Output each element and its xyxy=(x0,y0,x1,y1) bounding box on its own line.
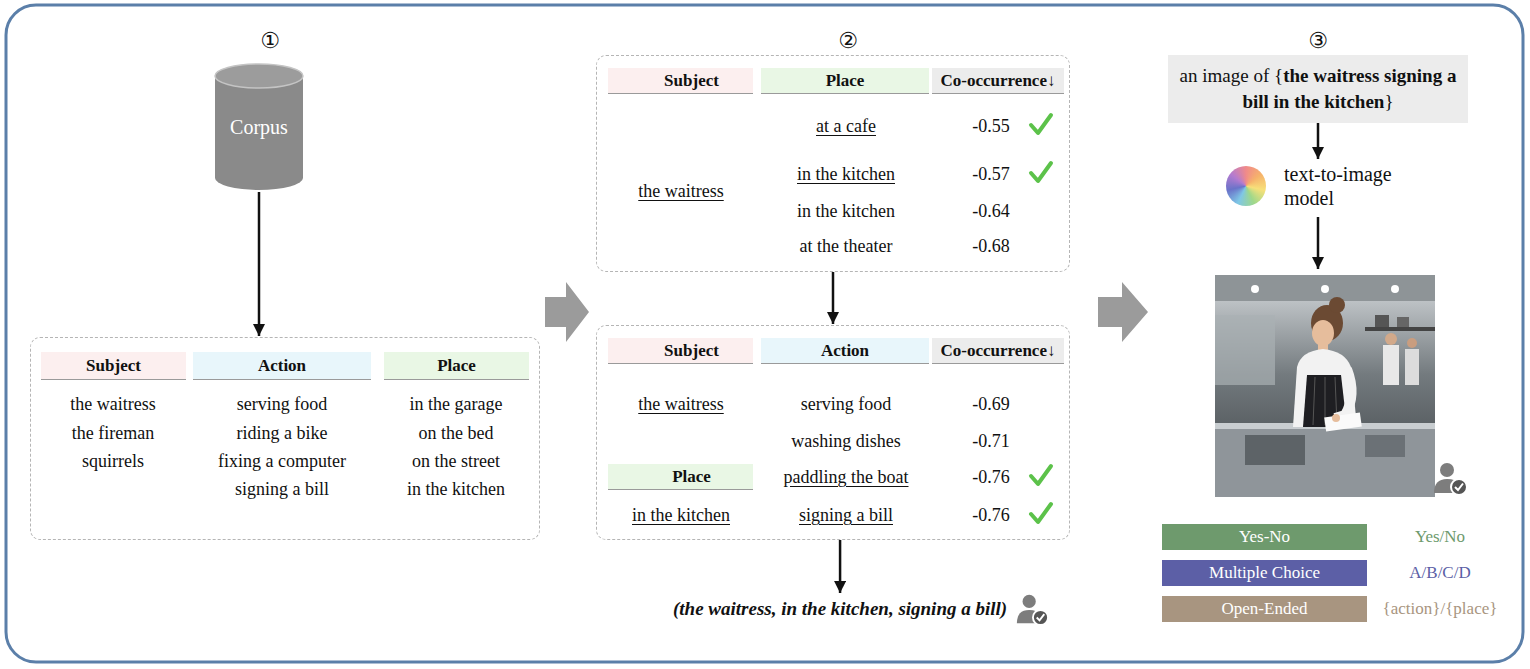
table-cell: signing a bill xyxy=(799,504,893,526)
table-header: Place xyxy=(608,464,753,490)
prompt-text: an image of { xyxy=(1180,65,1284,86)
table-cell: at a cafe xyxy=(816,115,876,137)
table-cell: the waitress xyxy=(70,393,155,415)
table-cell: -0.76 xyxy=(972,504,1010,526)
question-type-bar: Yes-No xyxy=(1162,524,1367,550)
dashed-table-box: SubjectAction Place the waitress serving fo… xyxy=(30,337,540,540)
model-label: text-to-image model xyxy=(1284,162,1410,210)
table-cell: in the kitchen xyxy=(797,163,895,185)
model-box: text-to-image model xyxy=(1222,160,1414,212)
table-cell: signing a bill xyxy=(235,478,329,500)
table-header: Place xyxy=(384,352,529,380)
step-number: ② xyxy=(838,28,858,53)
table-header: Co-occurrence↓ xyxy=(932,338,1064,364)
table-cell: -0.55 xyxy=(972,115,1010,137)
table-cell: -0.76 xyxy=(972,466,1010,488)
table-cell: on the street xyxy=(412,450,500,472)
human-verified-icon xyxy=(1017,595,1048,625)
answer-format: Yes/No xyxy=(1415,527,1465,547)
table-header: Subject xyxy=(608,68,753,94)
database-cylinder: Corpus xyxy=(213,62,305,192)
table-header: Place xyxy=(761,68,929,94)
step-number: ① xyxy=(260,28,280,53)
stage-arrow xyxy=(1098,282,1148,342)
table-cell: the fireman xyxy=(72,422,154,444)
table-header: Action xyxy=(761,338,929,364)
stage-arrow xyxy=(545,282,589,342)
table-header: Action xyxy=(193,352,371,380)
table-cell: -0.68 xyxy=(972,235,1010,257)
check-mark xyxy=(1031,115,1051,133)
result-text: (the waitress, in the kitchen, signing a… xyxy=(673,598,1007,620)
table-cell: squirrels xyxy=(82,450,144,472)
generated-image xyxy=(1215,275,1435,497)
table-cell: -0.57 xyxy=(972,163,1010,185)
prompt-text: } xyxy=(1384,91,1393,112)
prompt-box: an image of {the waitress signing a bill… xyxy=(1168,55,1468,123)
table-cell: the waitress xyxy=(638,393,723,415)
dashed-table-box: Subject PlaceCo-occurrence↓ the waitress at… xyxy=(596,55,1070,272)
table-header: Subject xyxy=(608,338,753,364)
step-number: ③ xyxy=(1308,28,1328,53)
table-cell: at the theater xyxy=(800,235,893,257)
table-cell: -0.71 xyxy=(972,430,1010,452)
table-cell: the waitress xyxy=(638,180,723,202)
table-cell: serving food xyxy=(801,393,891,415)
check-mark xyxy=(1031,504,1051,522)
answer-format: A/B/C/D xyxy=(1409,563,1470,583)
question-type-bar: Open-Ended xyxy=(1162,596,1367,622)
table-cell: washing dishes xyxy=(791,430,901,452)
bar-label: Yes-No xyxy=(1162,524,1367,550)
table-cell: paddling the boat xyxy=(784,466,909,488)
table-cell: in the kitchen xyxy=(632,504,730,526)
flow-arrow xyxy=(1317,123,1320,159)
table-header: Subject xyxy=(41,352,186,380)
result-tuple: (the waitress, in the kitchen, signing a… xyxy=(671,594,1009,624)
table-cell: riding a bike xyxy=(237,422,328,444)
bar-label: Multiple Choice xyxy=(1162,560,1367,586)
human-verified-icon xyxy=(1434,463,1467,495)
check-mark xyxy=(1031,466,1051,484)
bar-label: Open-Ended xyxy=(1162,596,1367,622)
cylinder-label: Corpus xyxy=(230,116,288,139)
table-cell: fixing a computer xyxy=(218,450,346,472)
flow-arrow xyxy=(839,540,842,593)
table-cell: in the kitchen xyxy=(407,478,505,500)
answer-format: {action}/{place} xyxy=(1383,599,1498,619)
table-cell: -0.69 xyxy=(972,393,1010,415)
outer-frame xyxy=(6,5,1523,662)
flow-arrow xyxy=(258,192,261,336)
table-cell: in the kitchen xyxy=(797,200,895,222)
table-cell: in the garage xyxy=(410,393,503,415)
flow-arrow xyxy=(1317,217,1320,269)
question-type-bar: Multiple Choice xyxy=(1162,560,1367,586)
table-cell: serving food xyxy=(237,393,327,415)
flow-arrow xyxy=(832,272,835,324)
dashed-table-box: Subject ActionCo-occurrence↓ the waitress s… xyxy=(596,325,1070,540)
color-wheel-icon xyxy=(1226,166,1266,206)
table-cell: on the bed xyxy=(419,422,494,444)
table-header: Co-occurrence↓ xyxy=(932,68,1064,94)
check-mark xyxy=(1031,163,1051,181)
table-cell: -0.64 xyxy=(972,200,1010,222)
